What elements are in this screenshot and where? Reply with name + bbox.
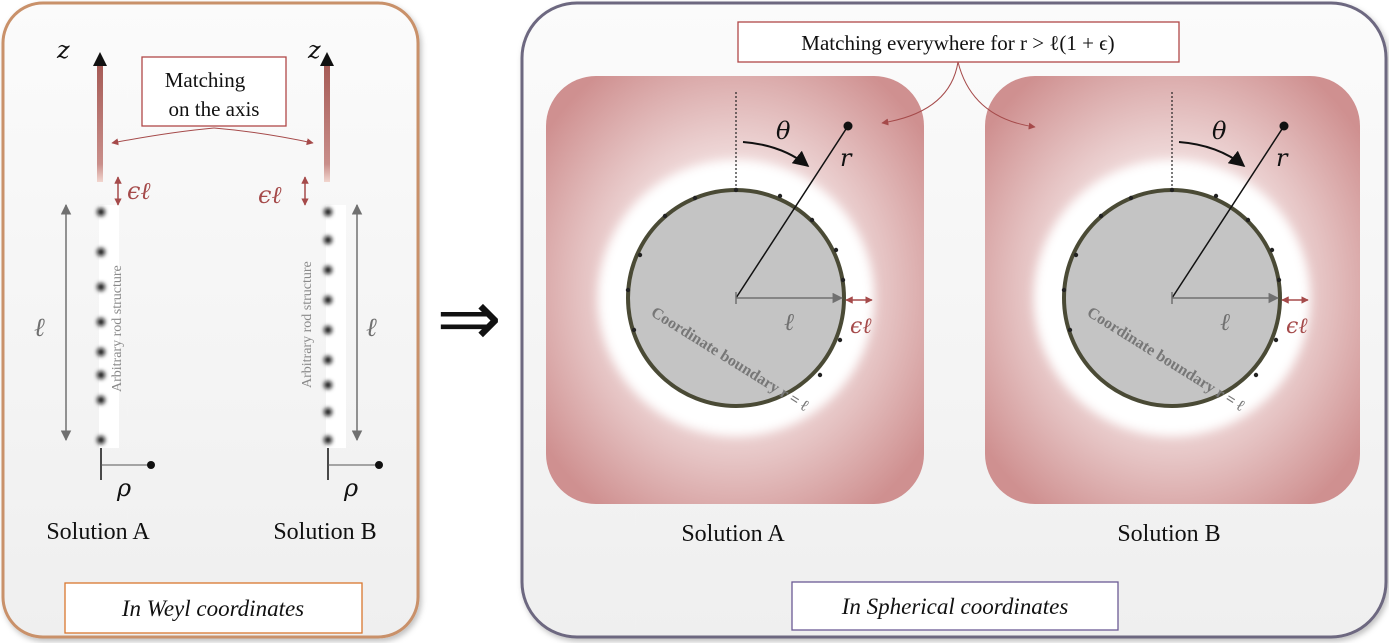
implies-arrow: ⇒ (436, 275, 501, 362)
rod-structure-a (99, 205, 119, 448)
r-label-b: r (1276, 144, 1289, 172)
solution-b-title-sph: Solution B (1117, 521, 1220, 547)
r-label-a: r (840, 144, 853, 172)
weyl-matching-arrow-left (111, 127, 215, 146)
eps-label-a: ϵℓ (127, 177, 150, 205)
radius-line-a (735, 125, 849, 299)
rho-point-b (375, 461, 383, 469)
ell-label-a: ℓ (784, 308, 794, 336)
theta-arc-a (742, 141, 810, 168)
right-panel: θ r ℓ ϵℓ Coordinate boundary r = ℓ Solut… (520, 1, 1388, 639)
theta-label-b: θ (1212, 117, 1227, 145)
disc-edge-ticks-b (1061, 187, 1282, 378)
rod-nodes-b (324, 208, 332, 444)
theta-label-a: θ (776, 117, 791, 145)
spherical-matching-box: Matching everywhere for r > ℓ(1 + ϵ) (737, 21, 1180, 130)
radius-line-b (1171, 125, 1285, 299)
spherical-matching-text: Matching everywhere for r > ℓ(1 + ϵ) (801, 31, 1114, 55)
point-marker-a (843, 121, 853, 131)
weyl-caption: In Weyl coordinates (64, 582, 363, 634)
spherical-matching-box-frame (737, 21, 1180, 63)
solution-b-title-weyl: Solution B (273, 519, 376, 545)
spherical-solution-a: θ r ℓ ϵℓ Coordinate boundary r = ℓ Solut… (546, 76, 924, 547)
spherical-caption-text: In Spherical coordinates (841, 594, 1069, 619)
weyl-matching-box-frame (141, 56, 287, 127)
rod-structure-label-b: Arbitrary rod structure (300, 261, 315, 388)
length-label-a: ℓ (34, 313, 45, 343)
left-panel: z Arbitrary rod structure ℓ ϵℓ ρ Solutio… (1, 1, 420, 639)
spherical-solution-b: θ r ℓ ϵℓ Coordinate boundary r = ℓ Solut… (985, 76, 1360, 547)
solution-a-title-sph: Solution A (681, 521, 785, 547)
left-panel-frame (1, 1, 420, 639)
z-axis-rod-b (324, 62, 330, 182)
weyl-matching-box: Matching on the axis (111, 56, 314, 146)
weyl-caption-text: In Weyl coordinates (121, 596, 304, 621)
z-axis-label-b: z (307, 36, 321, 64)
spherical-matching-arrow-right (957, 61, 1036, 130)
ell-label-b: ℓ (1220, 308, 1230, 336)
weyl-matching-arrow-right (213, 127, 314, 146)
theta-arc-b (1178, 141, 1246, 168)
weyl-matching-line1: Matching (165, 68, 246, 92)
eps-label-sph-a: ϵℓ (850, 314, 872, 339)
weyl-solution-a: z Arbitrary rod structure ℓ ϵℓ ρ Solutio… (34, 36, 155, 545)
spherical-caption: In Spherical coordinates (791, 581, 1119, 631)
eps-label-sph-b: ϵℓ (1286, 314, 1308, 339)
rod-nodes-a (97, 208, 105, 444)
z-axis-rod-a (97, 62, 103, 182)
disc-edge-ticks-a (625, 187, 846, 378)
z-axis-label-a: z (56, 36, 70, 64)
solution-a-title-weyl: Solution A (46, 519, 150, 545)
weyl-solution-b: z Arbitrary rod structure ℓ ϵℓ ρ Solutio… (258, 36, 383, 545)
z-axis-arrowhead-a (93, 52, 107, 66)
spherical-matching-arrow-left (881, 61, 959, 126)
rho-label-a: ρ (116, 474, 131, 502)
rho-label-b: ρ (343, 474, 358, 502)
z-axis-arrowhead-b (320, 52, 334, 66)
weyl-caption-frame (64, 582, 363, 634)
weyl-matching-line2: on the axis (169, 97, 260, 121)
rho-point-a (147, 461, 155, 469)
point-marker-b (1279, 121, 1289, 131)
eps-label-b: ϵℓ (258, 181, 281, 209)
length-label-b: ℓ (366, 313, 377, 343)
spherical-caption-frame (791, 581, 1119, 631)
rod-structure-label-a: Arbitrary rod structure (110, 265, 125, 392)
